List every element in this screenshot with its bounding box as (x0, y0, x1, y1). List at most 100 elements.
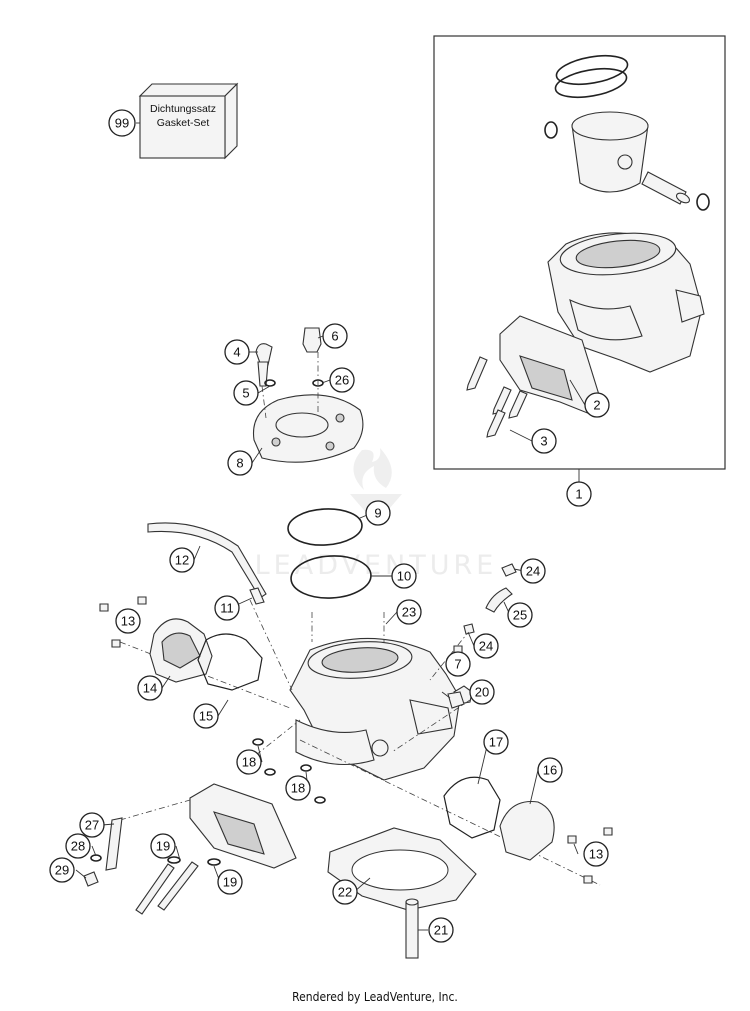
callout-11: 11 (214, 595, 240, 621)
svg-text:2: 2 (593, 398, 600, 413)
callout-26: 26 (329, 367, 355, 393)
callout-24a: 24 (520, 558, 546, 584)
callout-10: 10 (391, 563, 417, 589)
svg-text:15: 15 (199, 709, 213, 724)
svg-text:25: 25 (513, 608, 527, 623)
o-ring-9 (287, 508, 363, 546)
piston (571, 111, 649, 193)
callout-29: 29 (49, 857, 75, 883)
svg-text:20: 20 (475, 685, 489, 700)
screws-13-right (567, 827, 613, 884)
svg-text:27: 27 (85, 818, 99, 833)
cylinder-head (252, 327, 364, 463)
svg-text:24: 24 (479, 639, 493, 654)
svg-text:18: 18 (242, 755, 256, 770)
kit-label-de: Dichtungssatz (150, 103, 216, 115)
svg-text:16: 16 (543, 763, 557, 778)
cover-16 (499, 800, 555, 861)
kit-cylinder (547, 232, 705, 373)
callout-15: 15 (193, 703, 219, 729)
gasket-17 (443, 776, 501, 839)
callout-25: 25 (507, 602, 533, 628)
callout-6: 6 (322, 323, 348, 349)
svg-text:13: 13 (589, 847, 603, 862)
piston-rings (554, 54, 629, 99)
svg-text:9: 9 (374, 506, 381, 521)
callout-28: 28 (65, 833, 91, 859)
svg-text:6: 6 (331, 329, 338, 344)
cylinder-kit-frame (433, 35, 726, 470)
svg-text:13: 13 (121, 614, 135, 629)
svg-text:1: 1 (575, 487, 582, 502)
svg-text:99: 99 (115, 116, 129, 131)
callout-3: 3 (531, 428, 557, 454)
kit-label-en: Gasket-Set (157, 117, 210, 129)
callout-22: 22 (332, 879, 358, 905)
circlip-right (696, 193, 710, 211)
svg-text:19: 19 (156, 839, 170, 854)
callouts: 1 2 3 4 5 6 7 8 9 10 11 12 13 13 14 15 1… (49, 109, 610, 943)
callout-16: 16 (537, 757, 563, 783)
callout-23: 23 (396, 599, 422, 625)
fittings (447, 563, 517, 709)
callout-27: 27 (79, 812, 105, 838)
hose-12 (147, 522, 267, 599)
callout-21: 21 (428, 917, 454, 943)
callout-8: 8 (227, 450, 253, 476)
svg-text:17: 17 (489, 735, 503, 750)
callout-20: 20 (469, 679, 495, 705)
stud-21 (405, 898, 419, 959)
callout-18b: 18 (285, 775, 311, 801)
wrist-pin (641, 171, 691, 205)
svg-text:5: 5 (242, 386, 249, 401)
washer-18b (264, 768, 276, 776)
gasket-kit-box: Dichtungssatz Gasket-Set (138, 82, 239, 160)
callout-9: 9 (365, 500, 391, 526)
svg-text:23: 23 (402, 605, 416, 620)
callout-5: 5 (233, 380, 259, 406)
callout-99: 99 (108, 109, 136, 137)
o-ring-10 (290, 555, 372, 599)
callout-4: 4 (224, 339, 250, 365)
callout-13-right: 13 (583, 841, 609, 867)
main-cylinder (289, 637, 473, 781)
svg-text:21: 21 (434, 923, 448, 938)
callout-7: 7 (445, 651, 471, 677)
kit-bolts (466, 356, 528, 438)
svg-text:18: 18 (291, 781, 305, 796)
callout-14: 14 (137, 675, 163, 701)
svg-text:10: 10 (397, 569, 411, 584)
screws-13-left (99, 596, 147, 648)
leader-lines (75, 122, 586, 931)
svg-text:19: 19 (223, 875, 237, 890)
footer-credit: Rendered by LeadVenture, Inc. (292, 990, 458, 1004)
washer-18d (314, 796, 326, 804)
svg-text:11: 11 (220, 601, 234, 616)
washer-18c (300, 764, 312, 772)
callout-1: 1 (566, 481, 592, 507)
callout-19b: 19 (217, 869, 243, 895)
callout-12: 12 (169, 547, 195, 573)
svg-text:8: 8 (236, 456, 243, 471)
callout-18a: 18 (236, 749, 262, 775)
svg-text:12: 12 (175, 553, 189, 568)
svg-text:22: 22 (338, 885, 352, 900)
callout-17: 17 (483, 729, 509, 755)
circlip-left (544, 121, 558, 139)
svg-text:26: 26 (335, 373, 349, 388)
gasket-15 (197, 633, 263, 691)
svg-text:28: 28 (71, 839, 85, 854)
exhaust-flange (135, 783, 297, 915)
washer-18a (252, 738, 264, 746)
svg-text:3: 3 (540, 434, 547, 449)
svg-text:14: 14 (143, 681, 157, 696)
callout-19a: 19 (150, 833, 176, 859)
callout-2: 2 (584, 392, 610, 418)
callout-24b: 24 (473, 633, 499, 659)
svg-text:29: 29 (55, 863, 69, 878)
callout-13-left: 13 (115, 608, 141, 634)
svg-text:4: 4 (233, 345, 240, 360)
svg-text:7: 7 (454, 657, 461, 672)
svg-text:24: 24 (526, 564, 540, 579)
